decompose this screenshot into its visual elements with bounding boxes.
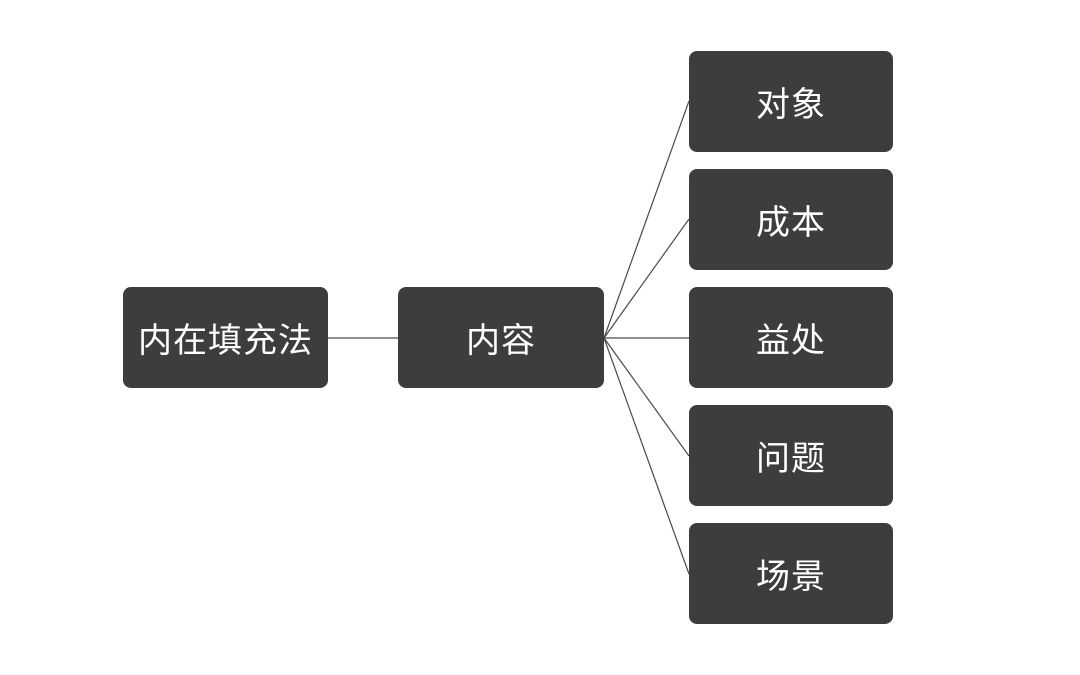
leaf-node-label: 问题 <box>756 439 826 479</box>
leaf-node-label: 成本 <box>756 203 826 243</box>
leaf-node-problem: 问题 <box>689 405 893 506</box>
connector-middle-to-leaf-3 <box>603 337 690 457</box>
leaf-node-label: 益处 <box>756 321 826 361</box>
middle-node-label: 内容 <box>466 321 536 361</box>
leaf-node-benefit: 益处 <box>689 287 893 388</box>
leaf-node-object: 对象 <box>689 51 893 152</box>
leaf-node-label: 对象 <box>756 85 826 125</box>
connector-middle-to-leaf-4 <box>603 337 690 575</box>
leaf-node-label: 场景 <box>756 557 826 597</box>
root-node: 内在填充法 <box>123 287 328 388</box>
leaf-node-scenario: 场景 <box>689 523 893 624</box>
connector-middle-to-leaf-0 <box>603 100 690 339</box>
middle-node: 内容 <box>398 287 604 388</box>
root-node-label: 内在填充法 <box>138 321 313 361</box>
leaf-node-cost: 成本 <box>689 169 893 270</box>
connector-middle-to-leaf-1 <box>603 218 690 339</box>
